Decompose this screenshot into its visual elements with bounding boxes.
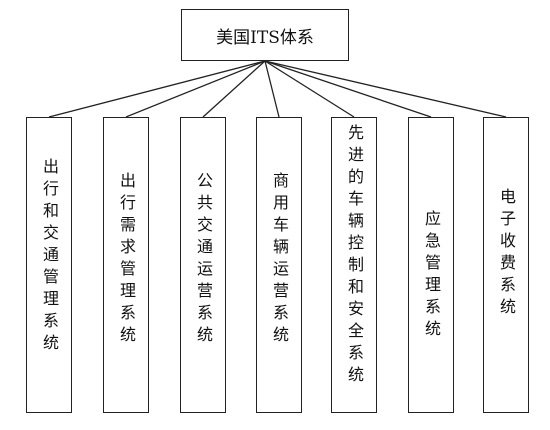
connector-line-3 bbox=[202, 60, 266, 118]
connector-line-7 bbox=[264, 60, 507, 118]
child-node-label: 公共交通运营系统 bbox=[194, 172, 213, 348]
child-node-label: 商用车辆运营系统 bbox=[270, 172, 289, 348]
root-node-label: 美国ITS体系 bbox=[216, 27, 314, 48]
child-node-1: 出行和交通管理系统 bbox=[26, 117, 72, 413]
connector-line-1 bbox=[48, 60, 266, 118]
connector-line-6 bbox=[264, 60, 432, 118]
child-node-5: 先进的车辆控制和安全系统 bbox=[331, 117, 377, 413]
child-node-label: 电子收费系统 bbox=[497, 188, 516, 320]
connector-line-4 bbox=[264, 60, 280, 118]
child-node-7: 电子收费系统 bbox=[483, 117, 529, 413]
child-node-label: 出行需求管理系统 bbox=[117, 172, 136, 348]
child-node-3: 公共交通运营系统 bbox=[180, 117, 226, 413]
child-node-label: 应急管理系统 bbox=[422, 210, 441, 342]
child-node-2: 出行需求管理系统 bbox=[103, 117, 149, 413]
connector-line-5 bbox=[264, 60, 355, 118]
child-node-6: 应急管理系统 bbox=[408, 117, 454, 413]
child-node-label: 出行和交通管理系统 bbox=[40, 158, 59, 356]
connector-line-2 bbox=[125, 60, 266, 118]
child-node-label: 先进的车辆控制和安全系统 bbox=[345, 124, 364, 388]
child-node-4: 商用车辆运营系统 bbox=[256, 117, 302, 413]
root-node: 美国ITS体系 bbox=[181, 9, 349, 61]
